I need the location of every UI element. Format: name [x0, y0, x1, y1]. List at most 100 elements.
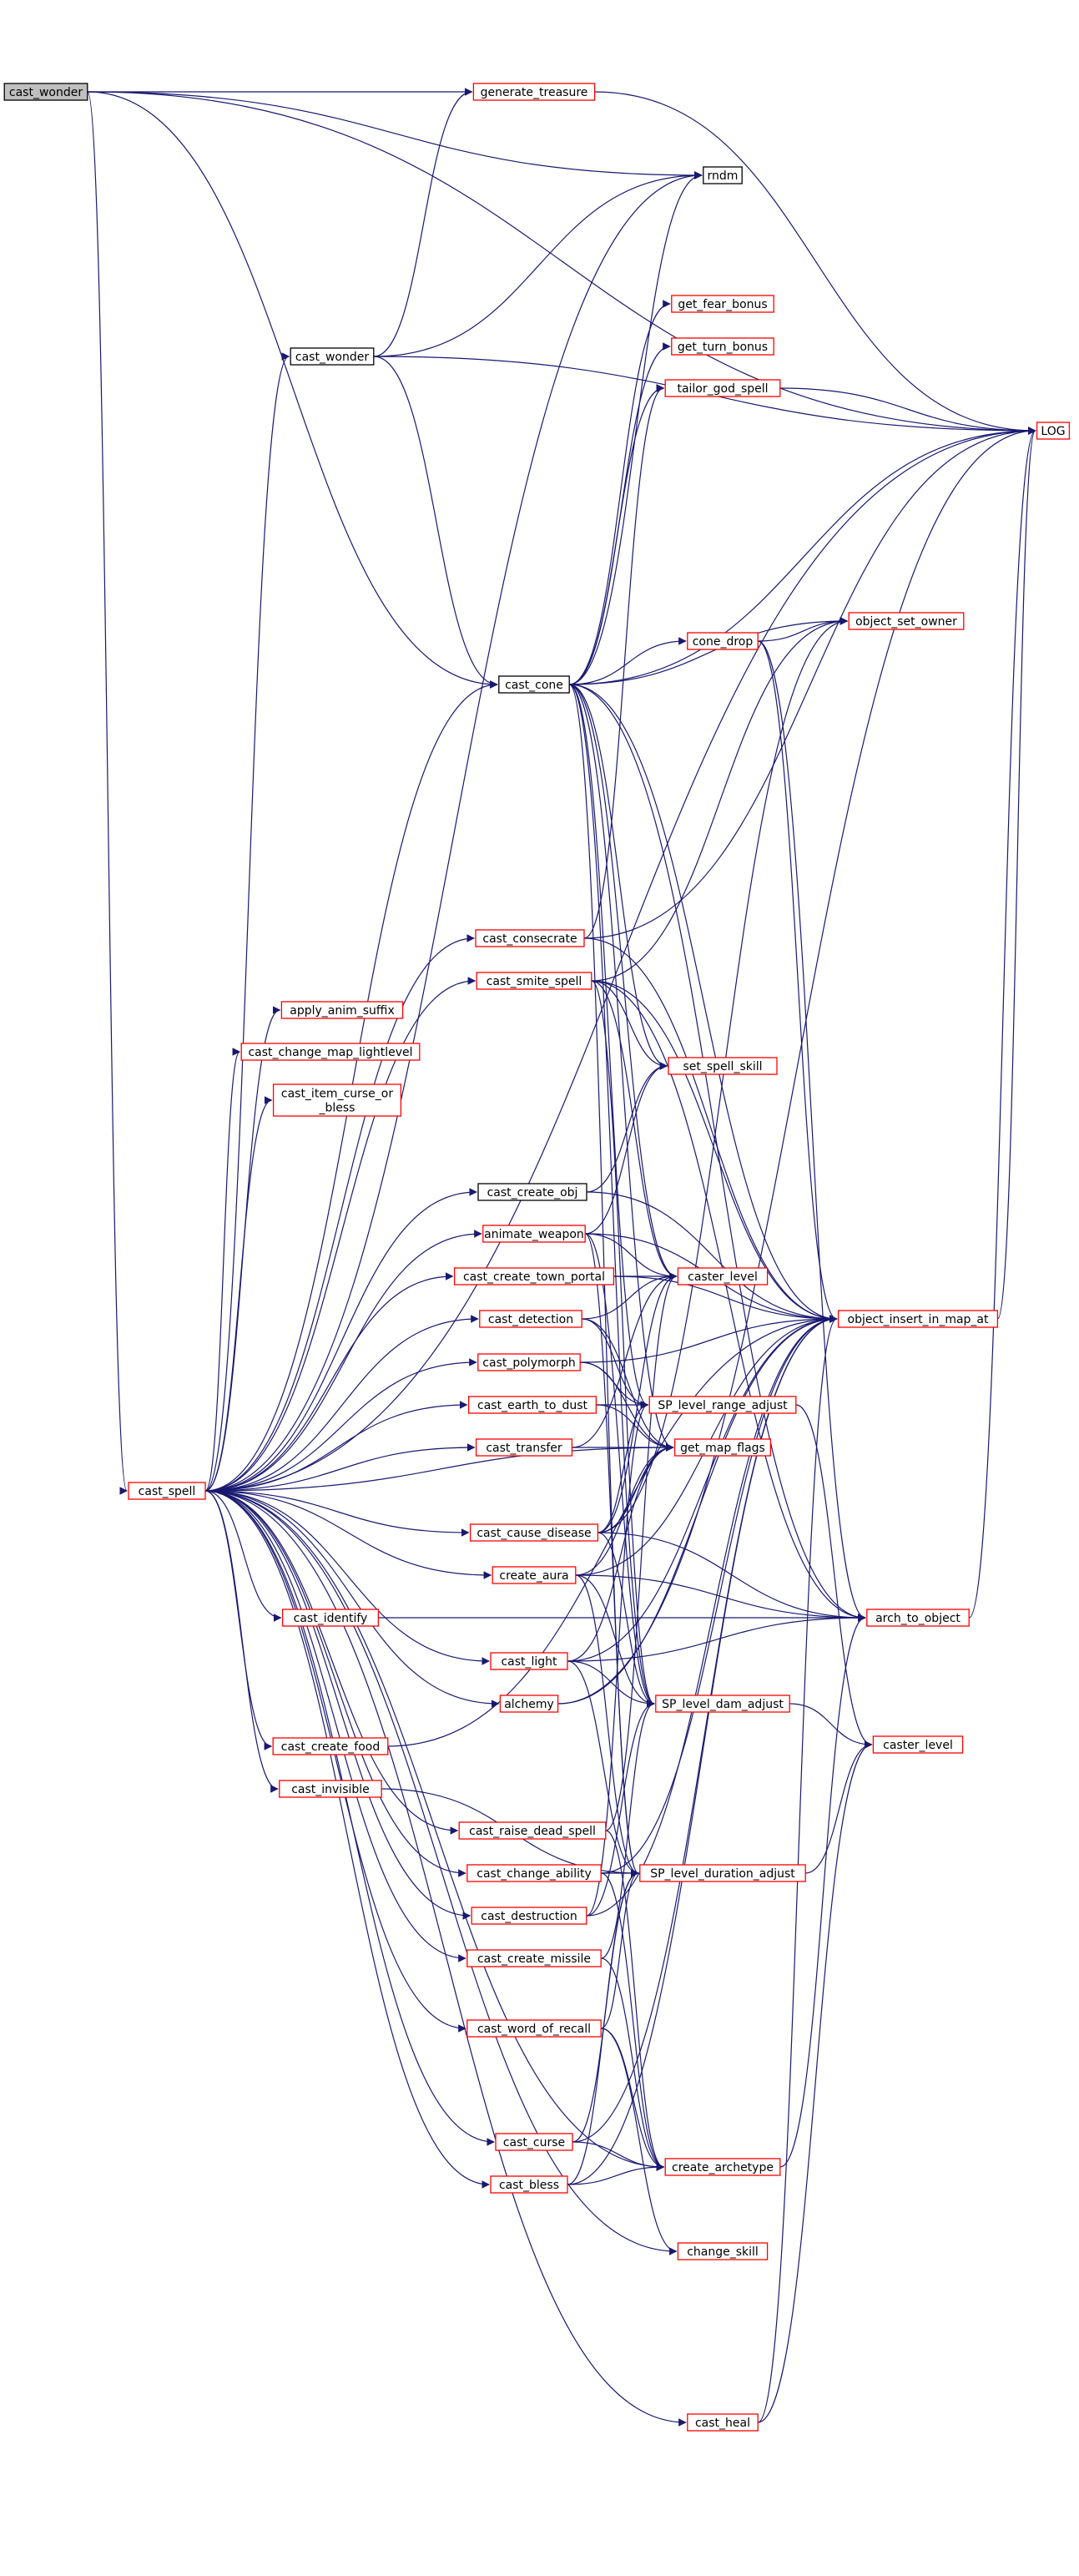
node-label: cast_heal [695, 2417, 750, 2430]
edge-create_archetype-to-arch_to_object [779, 1614, 866, 2168]
edge-cast_word_of_recall-to-change_skill [601, 2028, 678, 2255]
node-cone_drop[interactable]: cone_drop [687, 632, 759, 650]
node-label: cast_item_curse_or [281, 1088, 393, 1101]
node-get_fear_bonus[interactable]: get_fear_bonus [671, 295, 774, 313]
node-box [272, 1737, 389, 1755]
node-LOG[interactable]: LOG [1036, 422, 1071, 440]
node-change_skill[interactable]: change_skill [677, 2242, 769, 2260]
node-cast_light[interactable]: cast_light [490, 1652, 568, 1670]
node-cast_consecrate[interactable]: cast_consecrate [475, 929, 585, 947]
node-box [272, 1083, 402, 1117]
edge-cast_create_obj-to-set_spell_skill [586, 1062, 668, 1193]
edge-cast_consecrate-to-LOG [583, 427, 1036, 939]
edge-cast_smite_spell-to-caster_level [591, 980, 678, 1280]
node-set_spell_skill[interactable]: set_spell_skill [668, 1057, 778, 1075]
node-label: cast_raise_dead_spell [469, 1825, 596, 1838]
node-animate_weapon[interactable]: animate_weapon [482, 1225, 586, 1243]
node-box [466, 1864, 602, 1882]
node-cast_raise_dead_spell[interactable]: cast_raise_dead_spell [458, 1821, 607, 1840]
node-cast_smite_spell[interactable]: cast_smite_spell [476, 972, 592, 990]
node-cast_spell[interactable]: cast_spell [128, 1482, 206, 1500]
node-cast_detection[interactable]: cast_detection [479, 1310, 582, 1328]
node-alchemy[interactable]: alchemy [499, 1695, 559, 1713]
node-apply_anim_suffix[interactable]: apply_anim_suffix [280, 1001, 404, 1019]
node-cast_change_ability[interactable]: cast_change_ability [466, 1864, 602, 1882]
node-cast_cone[interactable]: cast_cone [498, 675, 570, 694]
node-box [664, 379, 781, 397]
node-get_turn_bonus[interactable]: get_turn_bonus [671, 337, 774, 356]
edge-cast_wonder-to-rndm [373, 171, 703, 357]
node-SP_level_range_adjust[interactable]: SP_level_range_adjust [648, 1396, 797, 1414]
edge-cast_destruction-to-SP_level_range_adjust [586, 1401, 649, 1917]
node-cast_create_town_portal[interactable]: cast_create_town_portal [453, 1267, 615, 1285]
node-cast_identify[interactable]: cast_identify [281, 1609, 380, 1627]
node-arch_to_object[interactable]: arch_to_object [866, 1609, 970, 1627]
node-box [648, 1396, 797, 1414]
node-tailor_god_spell[interactable]: tailor_god_spell [664, 379, 781, 397]
node-cast_curse[interactable]: cast_curse [495, 2133, 573, 2151]
node-cast_word_of_recall[interactable]: cast_word_of_recall [466, 2019, 602, 2038]
node-box [673, 1438, 772, 1457]
edge-cast_spell-to-LOG [204, 427, 1036, 1492]
node-SP_level_duration_adjust[interactable]: SP_level_duration_adjust [639, 1864, 806, 1882]
node-box [467, 1396, 597, 1414]
node-cast_invisible[interactable]: cast_invisible [279, 1780, 382, 1798]
edge-cast_spell-to-cast_identify [204, 1490, 282, 1622]
edge-cone_drop-to-arch_to_object [758, 640, 866, 1622]
node-box [453, 1267, 615, 1285]
edge-cast_light-to-arch_to_object [567, 1614, 866, 1662]
node-cast_create_missile[interactable]: cast_create_missile [466, 1949, 602, 1967]
node-cast_bless[interactable]: cast_bless [490, 2175, 568, 2194]
edge-cast_spell-to-cast_smite_spell [204, 977, 476, 1492]
node-cast_change_map_lightlevel[interactable]: cast_change_map_lightlevel [240, 1043, 421, 1061]
node-box [668, 1057, 778, 1075]
node-box [476, 972, 592, 990]
node-rndm[interactable]: rndm [703, 166, 743, 184]
node-cast_item_curse_or_bless[interactable]: cast_item_curse_or_bless [272, 1083, 402, 1117]
node-caster_level[interactable]: caster_level [677, 1267, 769, 1285]
node-cast_earth_to_dust[interactable]: cast_earth_to_dust [467, 1396, 597, 1414]
node-label: caster_level [883, 1739, 953, 1752]
node-box [664, 2158, 781, 2176]
edge-root-to-cast_cone [87, 91, 498, 689]
node-cast_create_obj[interactable]: cast_create_obj [477, 1183, 587, 1201]
node-box [279, 1780, 382, 1798]
node-caster_level2[interactable]: caster_level [872, 1735, 964, 1754]
node-cast_create_food[interactable]: cast_create_food [272, 1737, 389, 1755]
edge-cast_word_of_recall-to-create_archetype [601, 2028, 665, 2171]
node-SP_level_dam_adjust[interactable]: SP_level_dam_adjust [655, 1695, 790, 1713]
node-cast_destruction[interactable]: cast_destruction [471, 1907, 587, 1925]
node-box [671, 295, 774, 313]
node-cast_cause_disease[interactable]: cast_cause_disease [469, 1523, 599, 1542]
edge-cast_cone-to-set_spell_skill [569, 684, 668, 1070]
node-get_map_flags[interactable]: get_map_flags [673, 1438, 772, 1457]
node-label: apply_anim_suffix [290, 1004, 395, 1018]
node-object_set_owner[interactable]: object_set_owner [848, 612, 965, 630]
edge-cast_detection-to-SP_level_range_adjust [582, 1318, 649, 1409]
node-box [495, 2133, 573, 2151]
node-box [1036, 422, 1071, 440]
node-label: cast_invisible [291, 1783, 370, 1796]
node-label: cast_create_town_portal [463, 1270, 605, 1284]
node-cast_heal[interactable]: cast_heal [687, 2413, 759, 2432]
node-label: LOG [1041, 425, 1065, 438]
node-cast_wonder[interactable]: cast_wonder [290, 347, 375, 366]
node-box [490, 1652, 568, 1670]
node-cast_transfer[interactable]: cast_transfer [475, 1438, 573, 1457]
node-root: cast_wonder [3, 83, 88, 101]
edge-cast_destruction-to-object_insert_in_map_at [586, 1315, 838, 1917]
edge-create_aura-to-arch_to_object [575, 1574, 866, 1622]
edge-cast_light-to-SP_level_dam_adjust [567, 1660, 655, 1708]
node-generate_treasure[interactable]: generate_treasure [472, 83, 596, 101]
node-label: cast_spell [139, 1485, 196, 1498]
node-box [128, 1482, 206, 1500]
edge-cast_heal-to-caster_level2 [758, 1740, 873, 2423]
node-create_archetype[interactable]: create_archetype [664, 2158, 781, 2176]
node-cast_polymorph[interactable]: cast_polymorph [477, 1353, 581, 1371]
node-label: SP_level_duration_adjust [650, 1867, 795, 1881]
node-box [471, 1907, 587, 1925]
node-create_aura[interactable]: create_aura [492, 1566, 577, 1584]
edge-cast_cause_disease-to-SP_level_range_adjust [597, 1401, 649, 1533]
edge-cast_spell-to-cast_item_curse_or_bless [204, 1096, 273, 1492]
node-object_insert_in_map_at[interactable]: object_insert_in_map_at [837, 1310, 999, 1328]
